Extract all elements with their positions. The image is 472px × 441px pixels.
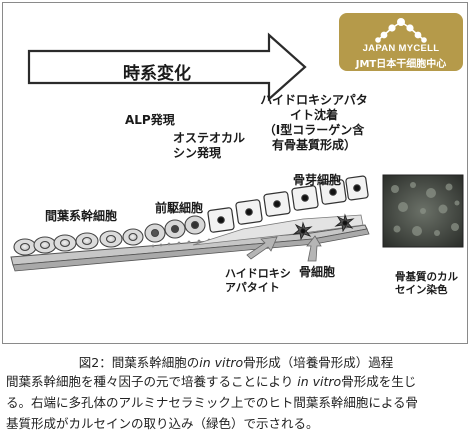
description-line1-b: 骨形成を生じ — [341, 374, 417, 389]
caption-italic: in vitro — [199, 355, 244, 370]
diagram-graphics — [10, 32, 464, 272]
timeline-label: 時系変化 — [123, 64, 191, 84]
msc-cells — [13, 228, 144, 256]
cell-cluster-icon — [375, 18, 427, 43]
stage-ha-line2: イト沈着 — [289, 108, 338, 122]
osteoblast-cells — [207, 175, 369, 233]
stage-osteocalcin-line1: オステオカル — [173, 131, 246, 145]
calcein-caption-line2: セイン染色 — [395, 284, 448, 297]
label-ha-line1: ハイドロキシ — [225, 267, 291, 280]
caption-suffix: 骨形成（培養骨形成）過程 — [243, 355, 394, 370]
figure-caption: 図2：間葉系幹細胞のin vitro骨形成（培養骨形成）過程 — [0, 352, 472, 371]
logo-brand-ja: JMT日本干细胞中心 — [355, 59, 447, 70]
label-msc: 間葉系幹細胞 — [45, 209, 118, 223]
stage-ha-line4: 有骨基質形成） — [271, 138, 356, 152]
description-line3: 基質形成がカルセインの取り込み（緑色）で示される。 — [6, 416, 319, 431]
logo-brand-en: JAPAN MYCELL — [362, 43, 440, 54]
stage-ha-line1: ハイドロキシアパタ — [260, 93, 368, 107]
description-line2: る。右端に多孔体のアルミナセラミック上でのヒト間葉系幹細胞による骨 — [6, 395, 419, 410]
stage-osteocalcin-line2: シン発現 — [173, 146, 222, 160]
caption-prefix: 図2：間葉系幹細胞の — [78, 355, 200, 370]
label-osteocyte: 骨細胞 — [299, 265, 336, 279]
stage-alp: ALP発現 — [125, 113, 175, 127]
timeline-arrow — [27, 32, 307, 102]
label-precursor: 前駆細胞 — [155, 201, 204, 215]
osteocyte-cells — [292, 213, 355, 241]
label-hydroxyapatite: ハイドロキシ アパタイト — [225, 267, 291, 295]
figure-panel: 時系変化 ALP発現 オステオカル シン発現 ハイドロキシアパタ イト沈着 （I… — [2, 2, 468, 344]
label-ha-line2: アパタイト — [225, 280, 280, 294]
jmt-logo: JAPAN MYCELL JMT日本干细胞中心 — [339, 13, 463, 71]
stage-hydroxyapatite: ハイドロキシアパタ イト沈着 （I型コラーゲン含 有骨基質形成） — [249, 93, 379, 153]
calcein-caption-line1: 骨基質のカル — [395, 271, 458, 283]
precursor-cells — [144, 215, 206, 243]
calcein-caption: 骨基質のカル セイン染色 — [395, 271, 458, 297]
description-line1-a: 間葉系幹細胞を種々因子の元で培養することにより — [6, 374, 294, 389]
description-line1: 間葉系幹細胞を種々因子の元で培養することにより in vitro骨形成を生じ — [6, 371, 470, 392]
description-line1-italic: in vitro — [297, 374, 342, 389]
stage-osteocalcin: オステオカル シン発現 — [173, 131, 245, 161]
stage-ha-line3: （I型コラーゲン含 — [263, 123, 365, 137]
label-osteoblast: 骨芽細胞 — [293, 173, 342, 187]
pointer-arrows — [246, 235, 322, 262]
figure-description: 間葉系幹細胞を種々因子の元で培養することにより in vitro骨形成を生じ る… — [6, 371, 470, 434]
